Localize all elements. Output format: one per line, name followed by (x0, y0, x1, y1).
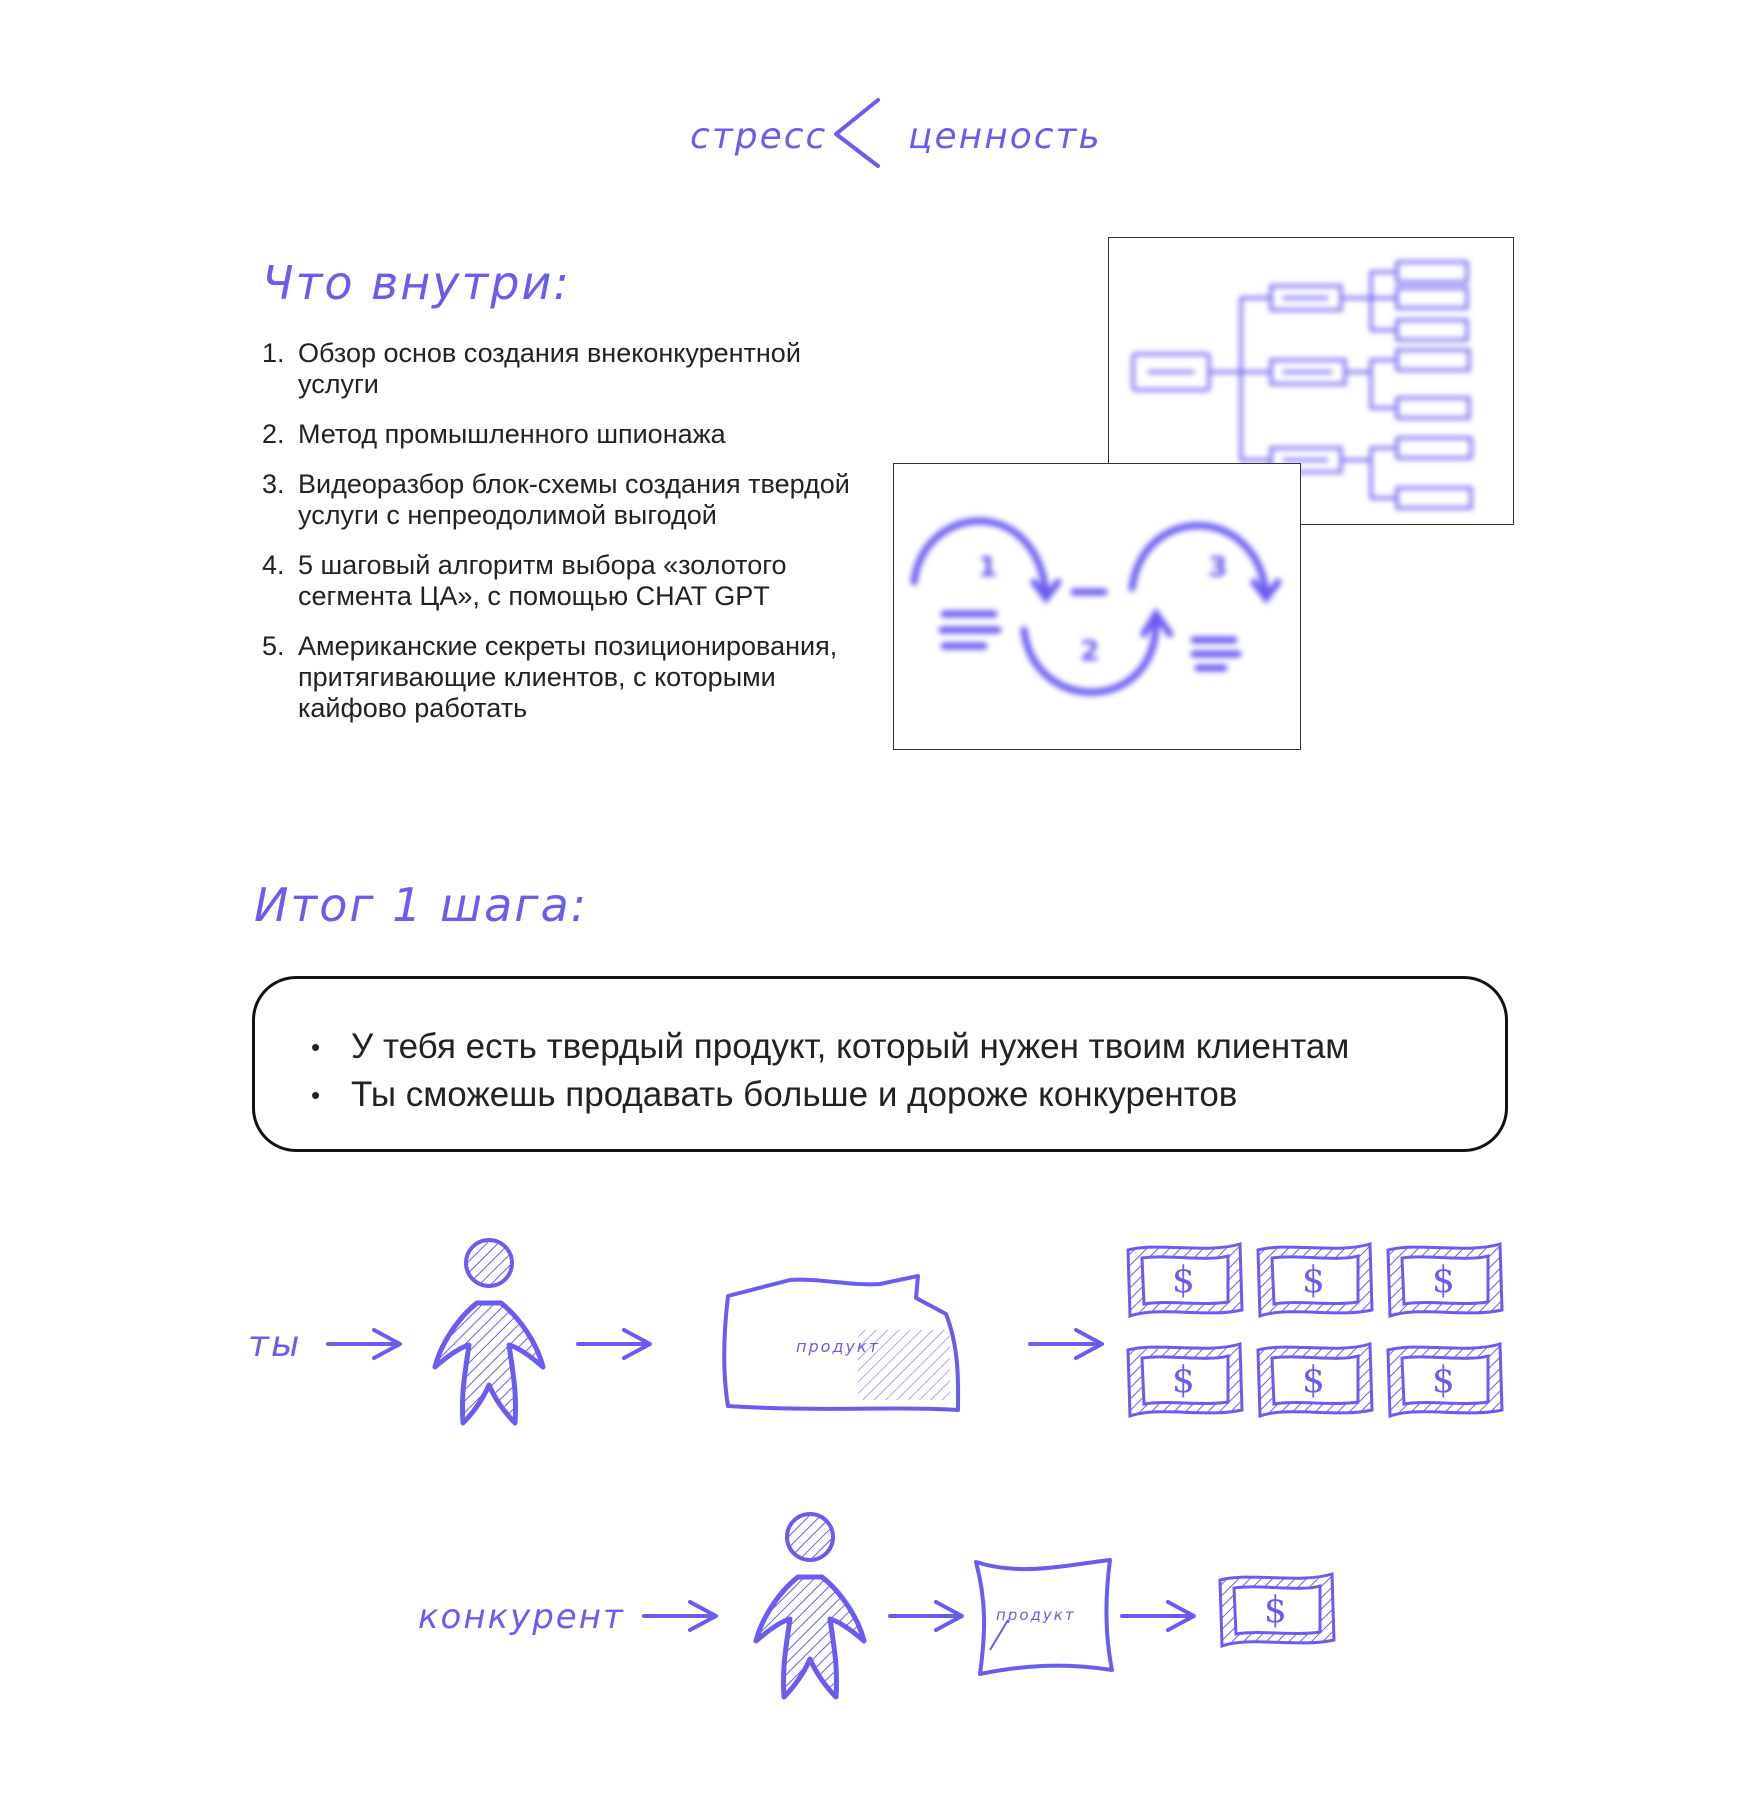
cycle-step-3: 3 (1208, 550, 1227, 583)
inside-heading: Что внутри: (262, 256, 571, 310)
competitor-label: конкурент (418, 1597, 625, 1637)
list-item: 3.Видеоразбор блок-схемы создания твердо… (262, 469, 850, 530)
dollar-sign: $ (1432, 1260, 1455, 1301)
result-box: У тебя есть твердый продукт, который нуж… (252, 976, 1508, 1152)
list-item: 1.Обзор основ создания внеконкурентной у… (262, 338, 801, 399)
list-item: 5.Американские секреты позиционирования,… (262, 631, 838, 723)
money-stack: $ $ $ $ $ $ (1126, 1242, 1504, 1418)
cycle-step-2: 2 (1080, 634, 1099, 667)
result-bullet: Ты сможешь продавать больше и дороже кон… (311, 1071, 1505, 1119)
cycle-preview-image: 1 2 3 (910, 517, 1282, 696)
you-label: ты (248, 1324, 301, 1365)
list-item: 4.5 шаговый алгоритм выбора «золотого се… (262, 550, 787, 611)
arrow-icon (1028, 1328, 1104, 1360)
arrow-icon (1120, 1600, 1196, 1632)
result-heading: Итог 1 шага: (254, 878, 589, 932)
product-label: продукт (996, 1606, 1076, 1624)
dollar-bill-icon: $ (1126, 1342, 1244, 1418)
dollar-sign: $ (1172, 1260, 1195, 1301)
dollar-bill-icon: $ (1218, 1572, 1336, 1648)
dollar-bill-icon: $ (1386, 1242, 1504, 1318)
cycle-diagram-thumbnail: 1 2 3 (893, 463, 1301, 750)
arrow-icon (642, 1600, 718, 1632)
dollar-sign: $ (1264, 1590, 1287, 1631)
money-single: $ (1218, 1572, 1336, 1648)
product-label: продукт (796, 1337, 880, 1356)
dollar-bill-icon: $ (1256, 1242, 1374, 1318)
dollar-sign: $ (1432, 1360, 1455, 1401)
value-flow-illustration: ты продукт $ $ $ $ $ $ конкурент продукт $ (248, 1210, 1504, 1800)
arrow-icon (888, 1600, 964, 1632)
arrow-icon (576, 1328, 652, 1360)
dollar-bill-icon: $ (1386, 1342, 1504, 1418)
cycle-step-1: 1 (978, 550, 997, 583)
dollar-sign: $ (1302, 1260, 1325, 1301)
result-bullet: У тебя есть твердый продукт, который нуж… (311, 1023, 1505, 1071)
tagline-stress: стресс (690, 116, 828, 157)
soft-product-icon: продукт (974, 1558, 1114, 1676)
flowchart-preview-image (1131, 260, 1473, 510)
arrow-icon (326, 1328, 402, 1360)
less-than-symbol (834, 98, 880, 168)
you-person-icon (435, 1240, 543, 1423)
dollar-sign: $ (1172, 1360, 1195, 1401)
dollar-bill-icon: $ (1256, 1342, 1374, 1418)
dollar-sign: $ (1302, 1360, 1325, 1401)
result-list: У тебя есть твердый продукт, который нуж… (255, 979, 1505, 1119)
tagline-value: ценность (908, 116, 1102, 157)
inside-list: 1.Обзор основ создания внеконкурентной у… (262, 338, 882, 743)
dollar-bill-icon: $ (1126, 1242, 1244, 1318)
list-item: 2.Метод промышленного шпионажа (262, 419, 726, 449)
solid-product-icon: продукт (722, 1274, 961, 1412)
competitor-person-icon (756, 1514, 864, 1697)
